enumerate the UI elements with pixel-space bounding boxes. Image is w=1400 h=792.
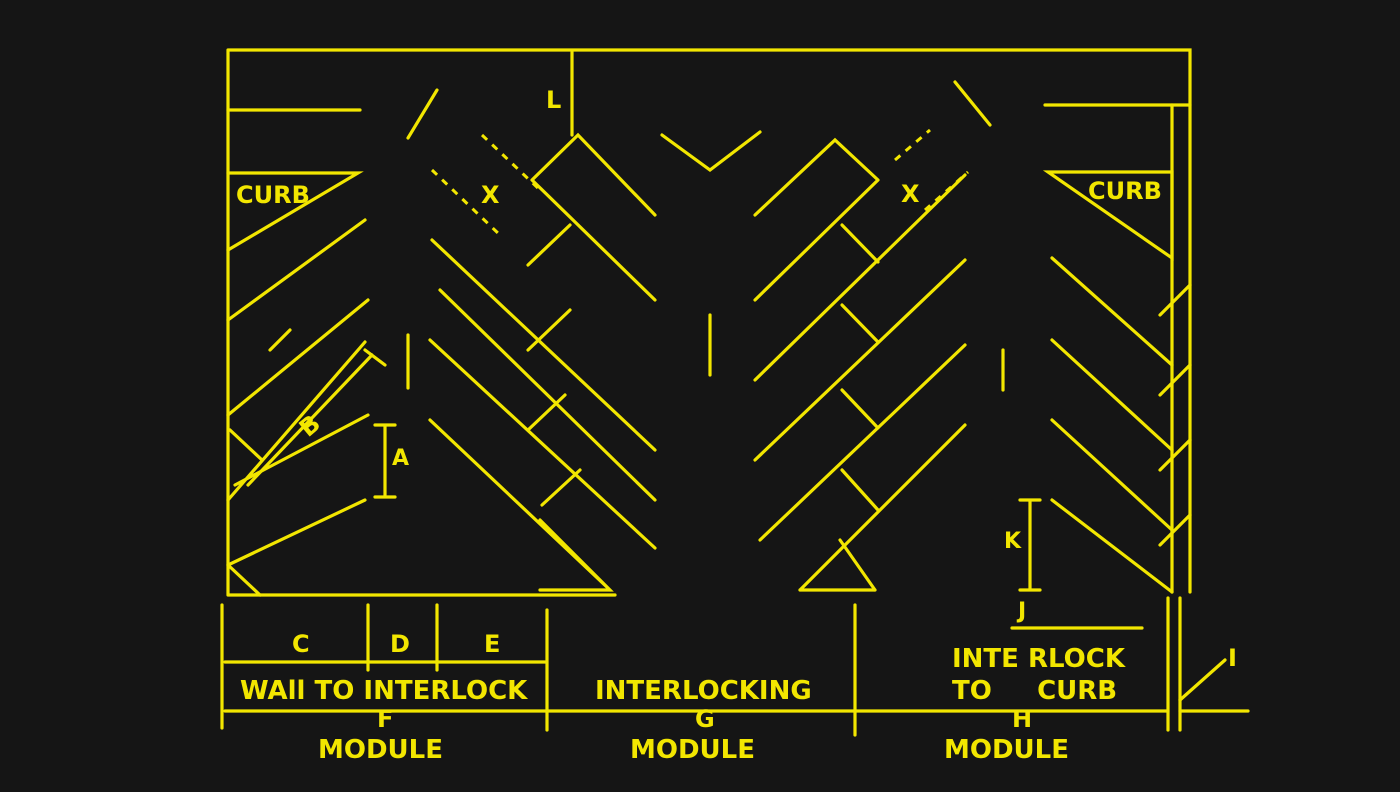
right-entry-arrow bbox=[953, 80, 992, 127]
I-dimension bbox=[1178, 658, 1250, 713]
I-label: I bbox=[1228, 644, 1237, 672]
right-x-dash bbox=[894, 128, 969, 212]
J-label: J bbox=[1016, 599, 1026, 624]
K-dimension bbox=[1018, 498, 1042, 592]
interlocking-label: INTERLOCKING bbox=[595, 676, 812, 706]
E-label: E bbox=[484, 630, 500, 658]
B-label: B bbox=[294, 409, 326, 442]
outer-frame bbox=[226, 48, 1192, 597]
module-right-label: MODULE bbox=[944, 735, 1069, 765]
F-label: F bbox=[377, 705, 393, 733]
X-left-label: X bbox=[481, 181, 500, 209]
interlock-to-curb-line1: INTE RLOCK bbox=[952, 644, 1126, 674]
A-label: A bbox=[392, 446, 409, 471]
center-v-mark bbox=[660, 130, 762, 172]
K-label: K bbox=[1004, 529, 1022, 554]
left-center-pavers bbox=[428, 132, 657, 592]
H-label: H bbox=[1012, 705, 1032, 733]
left-x-dash bbox=[430, 133, 542, 237]
right-pavers bbox=[1050, 256, 1192, 594]
module-left-label: MODULE bbox=[318, 735, 443, 765]
curb-left-label: CURB bbox=[236, 181, 310, 209]
diagram-linework bbox=[220, 48, 1250, 737]
left-pavers bbox=[226, 218, 370, 597]
D-label: D bbox=[390, 630, 410, 658]
module-center-label: MODULE bbox=[630, 735, 755, 765]
G-label: G bbox=[695, 705, 715, 733]
A-dimension bbox=[373, 423, 397, 499]
left-entry-arrow bbox=[406, 88, 439, 140]
left-curb-triangle bbox=[226, 171, 364, 252]
right-center-pavers bbox=[753, 137, 967, 592]
B-dimension bbox=[246, 348, 387, 487]
C-label: C bbox=[292, 630, 310, 658]
interlock-to-curb-line2: TO CURB bbox=[952, 676, 1117, 706]
curb-right-label: CURB bbox=[1088, 177, 1162, 205]
X-right-label: X bbox=[901, 180, 920, 208]
L-label: L bbox=[546, 86, 561, 114]
bottom-ticks bbox=[220, 596, 1182, 737]
right-curb-triangle bbox=[1042, 170, 1174, 262]
wall-to-interlock-label: WAll TO INTERLOCK bbox=[240, 676, 528, 706]
